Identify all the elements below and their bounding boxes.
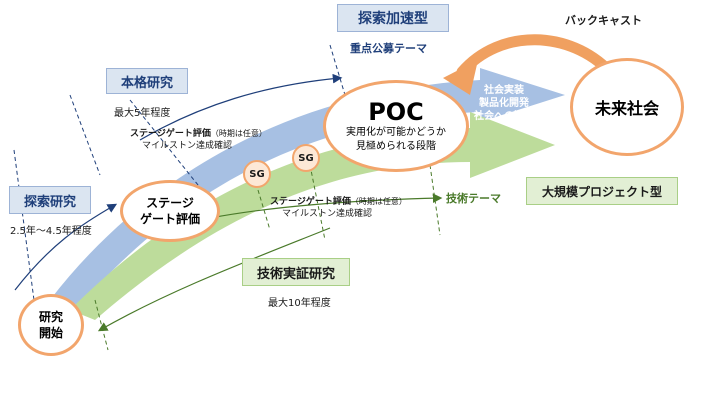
poc-circle: POC 実用化が可能かどうか 見極められる段階 (323, 80, 469, 172)
poc-line1: 実用化が可能かどうか (346, 127, 446, 138)
sg-marker: SG (292, 144, 320, 172)
poc-title: POC (368, 98, 424, 126)
exploratory-arrow (14, 203, 118, 291)
stage-gate-eval-2-line1: ステージゲート評価 (270, 197, 351, 207)
large-project-box: 大規模プロジェクト型 (526, 177, 678, 205)
tech-theme-arrow (209, 193, 443, 219)
sg-marker: SG (243, 160, 271, 188)
backcast-arrowhead (443, 60, 478, 95)
exploratory-research-box: 探索研究 (9, 186, 91, 214)
backcast-label: バックキャスト (565, 14, 642, 27)
stage-gate-eval-1-note: （時期は任意） (210, 129, 267, 138)
stage-gate-circle-line2: ゲート評価 (139, 212, 200, 226)
guide-line (329, 44, 346, 96)
future-society-circle: 未来社会 (570, 58, 684, 156)
stage-gate-eval-2-note: （時期は任意） (350, 197, 407, 206)
stage-gate-eval-1-line2: マイルストン達成確認 (142, 141, 233, 151)
stage-gate-eval-1-line1: ステージゲート評価 (130, 129, 211, 139)
guide-line (429, 164, 441, 236)
full-research-arrow (139, 73, 343, 141)
stage-gate-eval-1: ステージゲート評価（時期は任意） マイルストン達成確認 (130, 128, 267, 152)
research-start-line2: 開始 (38, 326, 63, 340)
guide-line (309, 164, 326, 241)
guide-line (129, 99, 211, 201)
outcome-item: 社会への浸透 (474, 111, 534, 122)
exploratory-research-duration: 2.5年～4.5年程度 (10, 226, 92, 237)
stage-gate-circle-line1: ステージ (146, 196, 194, 210)
stage-gate-circle: ステージ ゲート評価 (120, 180, 220, 242)
guide-line (13, 149, 35, 301)
tech-demo-duration: 最大10年程度 (268, 298, 331, 309)
tech-demo-box: 技術実証研究 (242, 258, 350, 286)
outcome-item: 製品化開発 (479, 98, 529, 109)
guide-line (94, 299, 109, 351)
stage-gate-eval-2: ステージゲート評価（時期は任意） マイルストン達成確認 (270, 196, 407, 220)
research-start-line1: 研究 (38, 310, 63, 324)
full-research-box: 本格研究 (106, 68, 188, 94)
green-curved-arrow (70, 112, 555, 320)
backcast-arrow (456, 34, 616, 78)
outcome-item: 社会実装 (484, 85, 524, 96)
tech-theme-label: 技術テーマ (446, 192, 501, 205)
poc-line2: 見極められる段階 (356, 141, 436, 152)
stage-gate-eval-2-line2: マイルストン達成確認 (282, 209, 373, 219)
priority-theme-label: 重点公募テーマ (350, 42, 427, 55)
research-start-circle: 研究 開始 (18, 294, 84, 356)
full-research-duration: 最大5年程度 (114, 108, 171, 119)
exploratory-accel-box: 探索加速型 (337, 4, 449, 32)
future-society-label: 未来社会 (594, 99, 659, 118)
tech-demo-arrow (97, 227, 331, 332)
guide-line (69, 94, 101, 176)
outcomes-list: 社会実装 製品化開発 社会への浸透 (474, 84, 534, 123)
